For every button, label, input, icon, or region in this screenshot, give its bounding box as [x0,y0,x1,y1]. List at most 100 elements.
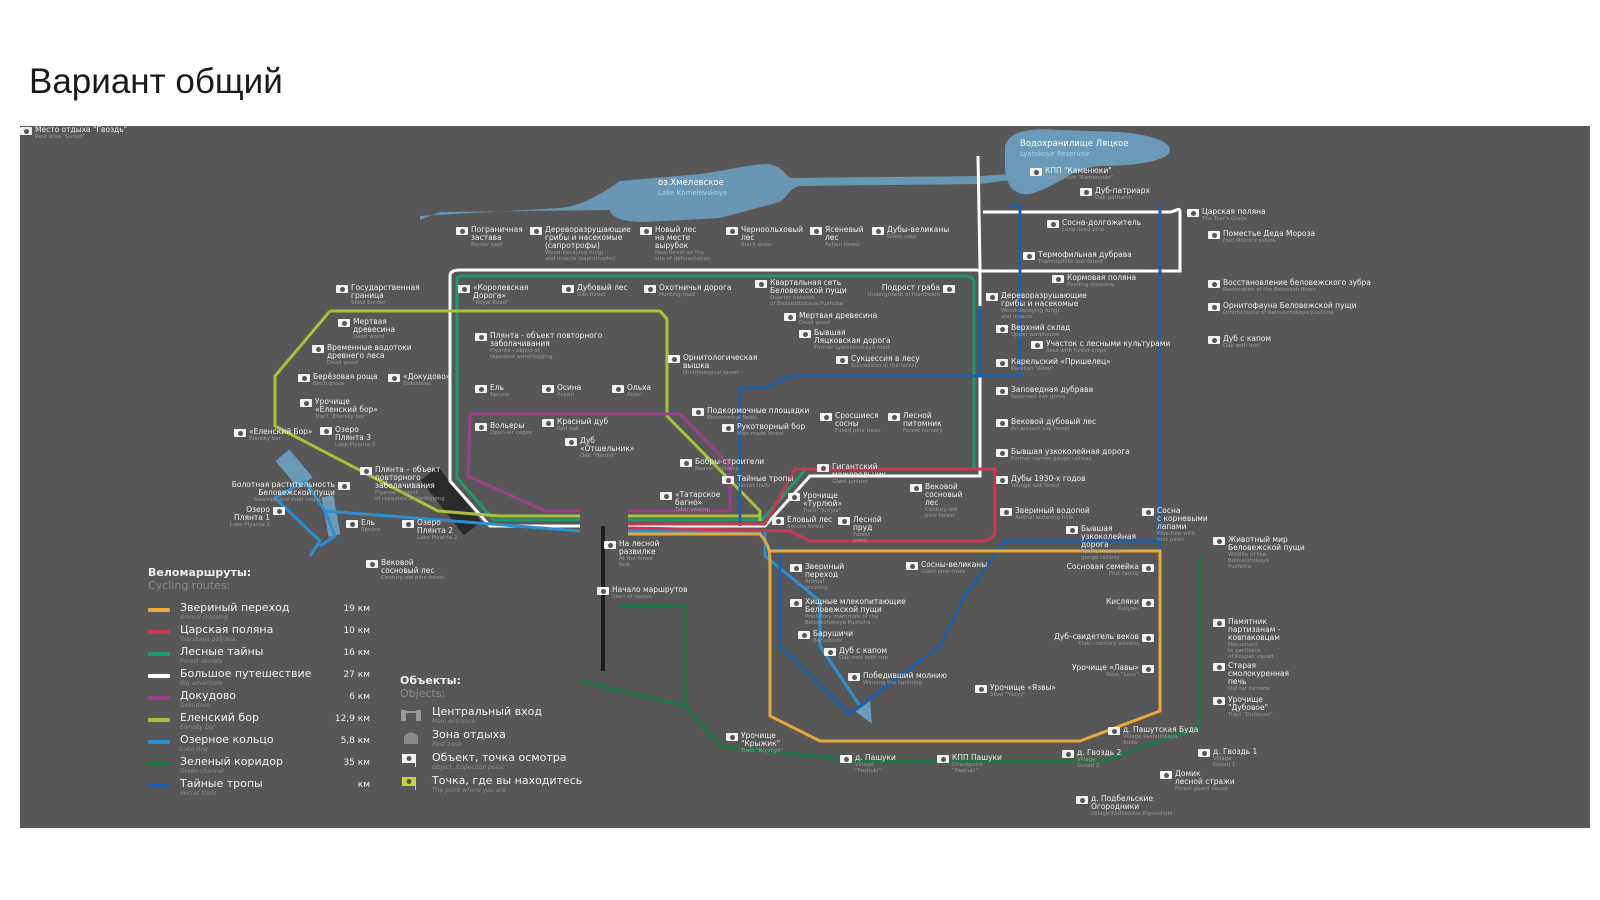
poi-marker[interactable]: Урочище «Лавы»Stow "Lavy" [1072,664,1154,678]
lyatskoye-reservoir [1005,129,1170,195]
poi-marker[interactable]: Дуб «Отшельник»Oak "Hermit" [565,437,634,459]
poi-marker[interactable]: Место отдыха "Гвоздь"Rest area "Gvozd" [20,126,127,140]
poi-marker[interactable]: Плянта - объект повторного заболачивания… [475,332,602,360]
poi-marker[interactable]: «Королевская Дорога»"Royal Road" [458,284,528,306]
poi-marker[interactable]: «Татарское багно»Tatar swamp [660,491,720,513]
poi-marker[interactable]: Урочище "Дубовое"Tract "Dubovoe" [1213,696,1273,718]
poi-marker[interactable]: Дереворазрушающие грибы и насекомые (сап… [530,226,631,262]
poi-marker[interactable]: КПП "Каменюки"Checkpoint "Kamenyuki" [1030,167,1113,181]
poi-name-en: Alder [627,392,642,398]
poi-marker[interactable]: «Докудово»Dokudovo [388,373,450,387]
lake-khmelevskoye [420,164,1010,222]
poi-marker[interactable]: Урочище «Язвы»Stow "Yazvy" [975,684,1056,698]
poi-marker[interactable]: «Еленский Бор»Elensky bor [234,428,313,442]
route-name-en: Secret trails [180,790,217,797]
poi-marker[interactable]: Плянта – объект повторного заболачивания… [360,466,445,502]
poi-marker[interactable]: Урочище «Турлюй»Tract "Turlyui" [788,492,842,514]
poi-marker[interactable]: Карельский «Пришелец»Karelian "Alien" [996,358,1111,372]
poi-marker[interactable]: Урочище "Крыжик"Tract "Kryzhyk" [726,732,783,754]
eye-flag-icon [542,419,554,427]
poi-marker[interactable]: Болотная растительность Беловежской пущи… [232,481,350,503]
poi-marker[interactable]: Урочище «Еленский бор»Tract "Elensky bor… [300,398,378,420]
